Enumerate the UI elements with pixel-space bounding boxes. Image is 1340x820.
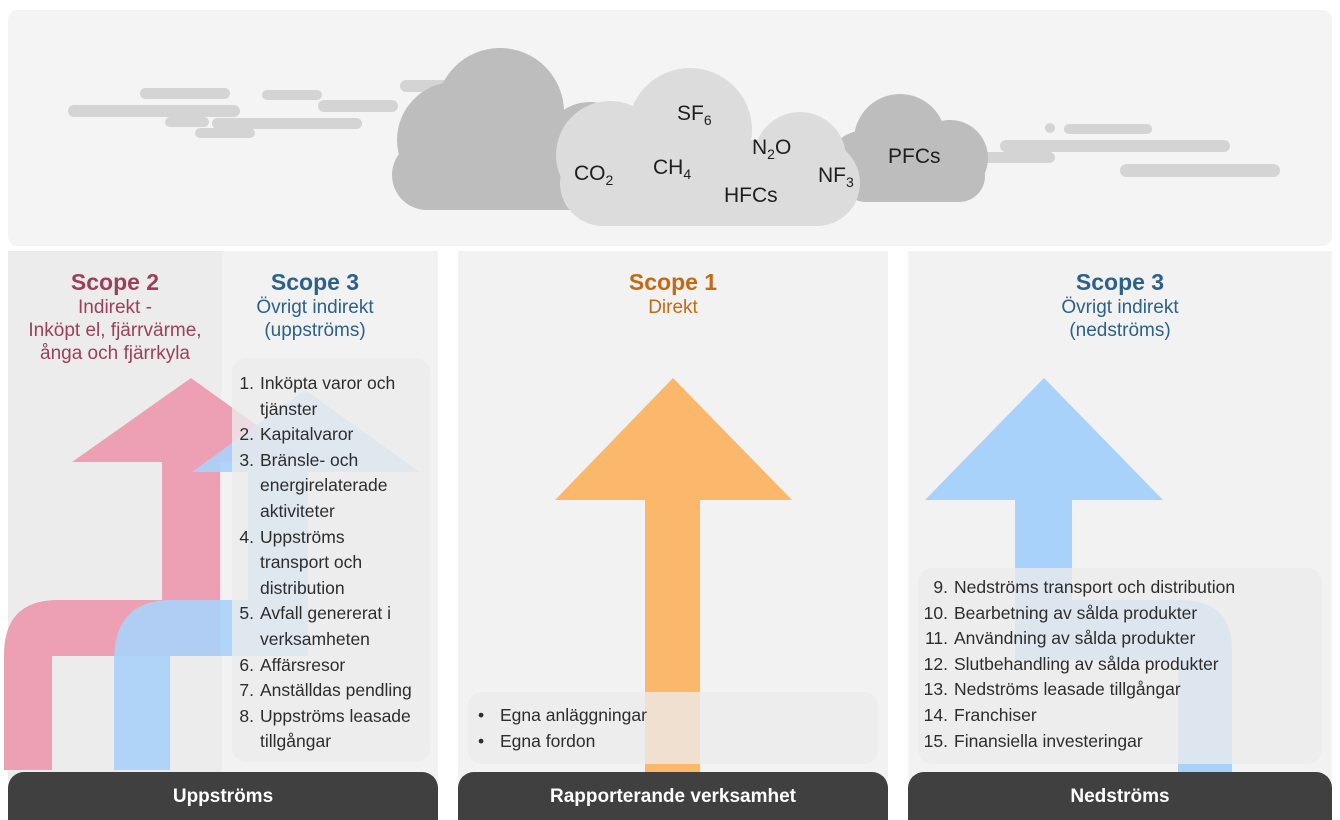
scope3-downstream-subtitle-2: (nedströms) (1069, 320, 1171, 341)
scope3-upstream-subtitle-1: Övrigt indirekt (256, 297, 374, 318)
list-item: 11.Användning av sålda produkter (924, 628, 1196, 649)
direct-list: Egna anläggningar Egna fordon (468, 692, 878, 754)
direct-list-box: Egna anläggningar Egna fordon (468, 692, 878, 764)
list-item: 13.Nedströms leasade tillgångar (923, 679, 1181, 700)
scope2-subtitle-3: ånga och fjärrkyla (40, 343, 190, 364)
list-item: 9.Nedströms transport och distribution (933, 577, 1236, 597)
scope1-heading: Scope 1 Direkt (458, 268, 888, 319)
footer-reporting: Rapporterande verksamhet (458, 772, 888, 820)
list-item: 12.Slutbehandling av sålda produkter (923, 653, 1219, 674)
scope3-downstream-heading: Scope 3 Övrigt indirekt (nedströms) (908, 268, 1332, 342)
scope3-upstream-subtitle-2: (uppströms) (264, 320, 366, 341)
gas-sf6: SF6 (677, 102, 712, 128)
scope3-downstream-subtitle-1: Övrigt indirekt (1061, 297, 1179, 318)
scope1-title: Scope 1 (628, 269, 718, 295)
list-item: Egna fordon (474, 729, 878, 755)
footer-downstream: Nedströms (908, 772, 1332, 820)
list-item: 14.Franchiser (923, 704, 1037, 725)
list-item: 7.Anställdas pendling (239, 680, 412, 701)
scope2-arrow (4, 378, 308, 770)
gas-co2: CO2 (574, 162, 614, 188)
list-item: 2.Kapitalvaror (239, 424, 354, 445)
downstream-list: 9.Nedströms transport och distribution 1… (918, 568, 1322, 754)
scope1-subtitle: Direkt (648, 297, 698, 318)
downstream-list-box: 9.Nedströms transport och distribution 1… (918, 568, 1322, 764)
scope2-subtitle-1: Indirekt - (78, 297, 152, 318)
gas-hfcs: HFCs (724, 184, 778, 207)
list-item: 15.Finansiella investeringar (923, 730, 1143, 751)
scope2-heading: Scope 2 Indirekt - Inköpt el, fjärrvärme… (8, 268, 222, 365)
scope3-upstream-title: Scope 3 (270, 269, 360, 295)
gas-ch4: CH4 (653, 156, 692, 182)
list-item: 6.Affärsresor (239, 654, 346, 675)
scope3-upstream-heading: Scope 3 Övrigt indirekt (uppströms) (222, 268, 408, 342)
light-cloud (556, 68, 860, 226)
scope2-title: Scope 2 (70, 269, 160, 295)
list-item: Egna anläggningar (474, 703, 878, 729)
gas-n2o: N2O (752, 136, 792, 162)
gas-nf3: NF3 (818, 164, 854, 190)
wind-streaks-right (975, 123, 1280, 177)
scope3-downstream-arrow (925, 378, 1232, 775)
wind-streaks-left (68, 80, 470, 138)
scope3-downstream-title: Scope 3 (1075, 269, 1165, 295)
footer-upstream: Uppströms (8, 772, 438, 820)
gas-pfcs: PFCs (888, 145, 941, 168)
scope2-subtitle-2: Inköpt el, fjärrvärme, (28, 320, 202, 341)
scope1-arrow (555, 378, 792, 775)
list-item: 10.Bearbetning av sålda produkter (923, 602, 1198, 623)
